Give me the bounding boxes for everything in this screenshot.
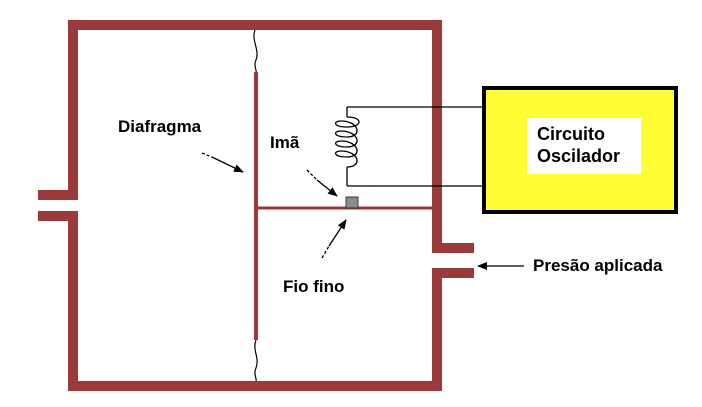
magnet: [345, 196, 359, 209]
diaphragm-arrow-head: [213, 157, 244, 173]
oscillator-label-line2: Oscilador: [537, 146, 621, 166]
wire-arrow: [321, 245, 330, 259]
wire-label: Fio fino: [283, 277, 345, 296]
coil: [335, 107, 360, 186]
oscillator-label-line1: Circuito: [537, 124, 606, 144]
pressure-inlet-port: [432, 243, 474, 278]
magnet-label: Imã: [270, 133, 300, 152]
wire-arrow-head: [328, 219, 347, 247]
left-port: [38, 190, 78, 221]
label-arrows: [201, 152, 524, 270]
diaphragm: [253, 29, 258, 382]
oscillator-label: Circuito Oscilador: [537, 123, 620, 167]
oscillator-label-panel: [527, 118, 641, 174]
coil-wiring: [347, 106, 482, 187]
chamber-wall: [68, 20, 442, 391]
magnet-arrow: [306, 169, 318, 181]
applied-pressure-label: Presão aplicada: [533, 256, 663, 275]
magnet-arrow-head: [316, 179, 338, 197]
diaphragm-label: Diafragma: [118, 117, 202, 136]
oscillator-border: [482, 86, 678, 214]
diaphragm-arrow: [201, 152, 215, 159]
